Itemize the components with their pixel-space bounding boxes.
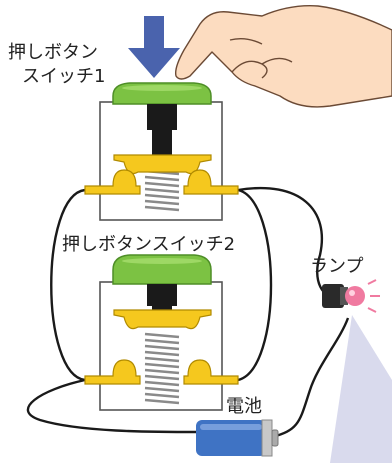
switch-2-plunger xyxy=(147,284,177,306)
switch-2-contacts xyxy=(84,309,239,385)
battery-label: 電池 xyxy=(226,396,262,417)
battery-icon xyxy=(196,419,279,457)
light-beam xyxy=(330,315,392,463)
switch-1-label-line-2: スイッチ1 xyxy=(22,66,105,87)
switch-1-contacts xyxy=(84,154,239,195)
push-button-switch-2 xyxy=(84,254,239,411)
lamp-icon xyxy=(322,279,380,313)
switch-1-label-line-1: 押しボタン xyxy=(8,42,98,63)
switch-2-spring xyxy=(144,332,180,405)
down-arrow-icon xyxy=(128,16,180,78)
lamp-label: ランプ xyxy=(310,256,363,277)
switch-2-label: 押しボタンスイッチ2 xyxy=(62,234,235,255)
switch-1-plunger xyxy=(147,104,177,130)
push-button-switch-1 xyxy=(84,82,239,221)
hand-icon xyxy=(174,5,392,108)
